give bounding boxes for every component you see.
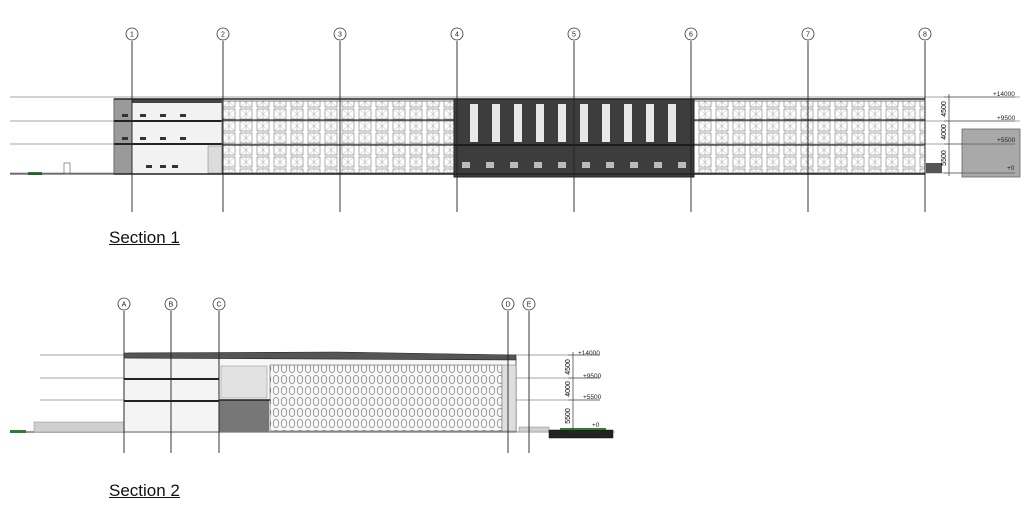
grid-bubbles: 1 2 3 4 5 6 7 8	[125, 27, 932, 41]
grid-label-B: B	[169, 302, 174, 309]
grid-bubble-A: A	[117, 297, 131, 311]
dimension-5500: 5500	[565, 408, 572, 424]
stair	[926, 163, 942, 173]
dimension-4000: 4000	[565, 381, 572, 397]
racking-zone-left	[221, 100, 458, 174]
grid-label-7: 7	[806, 32, 810, 39]
level-labels: +14000 +9500 +5500 +0	[578, 350, 602, 429]
dimension-5500: 5500	[941, 150, 948, 166]
adjacent-block	[961, 128, 1021, 178]
grid-bubble-8: 8	[918, 27, 932, 41]
grid-label-C: C	[216, 302, 221, 309]
level-label-9500: +9500	[997, 115, 1016, 122]
section-1-title: Section 1	[109, 228, 180, 247]
level-label-5500: +5500	[997, 137, 1016, 144]
grid-bubble-C: C	[212, 297, 226, 311]
grid-bubble-2: 2	[216, 27, 230, 41]
level-labels: +14000 +9500 +5500 +0	[993, 91, 1016, 172]
grid-label-3: 3	[338, 32, 342, 39]
office-block	[123, 356, 220, 433]
grid-label-2: 2	[221, 32, 225, 39]
grid-label-D: D	[505, 302, 510, 309]
level-label-14000: +14000	[993, 91, 1015, 98]
grid-label-1: 1	[130, 32, 134, 39]
level-label-5500: +5500	[583, 394, 602, 401]
level-label-14000: +14000	[578, 350, 600, 357]
section-2: A B C D E +14000 +9500 +5500 +0 4500 4000 55…	[10, 297, 615, 453]
warehouse-block	[218, 357, 517, 433]
grid-bubbles: A B C D E	[117, 297, 536, 311]
level-label-0: +0	[592, 422, 600, 429]
grid-bubble-B: B	[164, 297, 178, 311]
grid-bubble-3: 3	[333, 27, 347, 41]
dimension-4000: 4000	[941, 124, 948, 140]
grid-bubble-7: 7	[801, 27, 815, 41]
grid-label-6: 6	[689, 32, 693, 39]
grid-bubble-4: 4	[450, 27, 464, 41]
grid-label-8: 8	[923, 32, 927, 39]
section-1: 1 2 3 4 5 6 7 8 +14000 +9500 +5500 +0 4500 4000…	[10, 27, 1021, 212]
grid-label-A: A	[122, 302, 127, 309]
dimension-4500: 4500	[565, 359, 572, 375]
grid-bubble-E: E	[522, 297, 536, 311]
grid-lines	[131, 41, 926, 212]
dimension-chain: 4500 4000 5500	[941, 94, 1015, 176]
grid-label-5: 5	[572, 32, 576, 39]
grid-bubble-6: 6	[684, 27, 698, 41]
level-label-9500: +9500	[583, 373, 602, 380]
racking-zone-right	[691, 100, 926, 174]
dimension-chain: 4500 4000 5500	[565, 352, 600, 434]
office-block	[113, 98, 223, 175]
grid-label-E: E	[527, 302, 532, 309]
level-label-0: +0	[1007, 165, 1015, 172]
section-2-title: Section 2	[109, 481, 180, 500]
grid-bubble-5: 5	[567, 27, 581, 41]
dimension-4500: 4500	[941, 101, 948, 117]
grid-bubble-1: 1	[125, 27, 139, 41]
grid-lines	[123, 311, 530, 453]
grid-bubble-D: D	[501, 297, 515, 311]
grid-label-4: 4	[455, 32, 459, 39]
